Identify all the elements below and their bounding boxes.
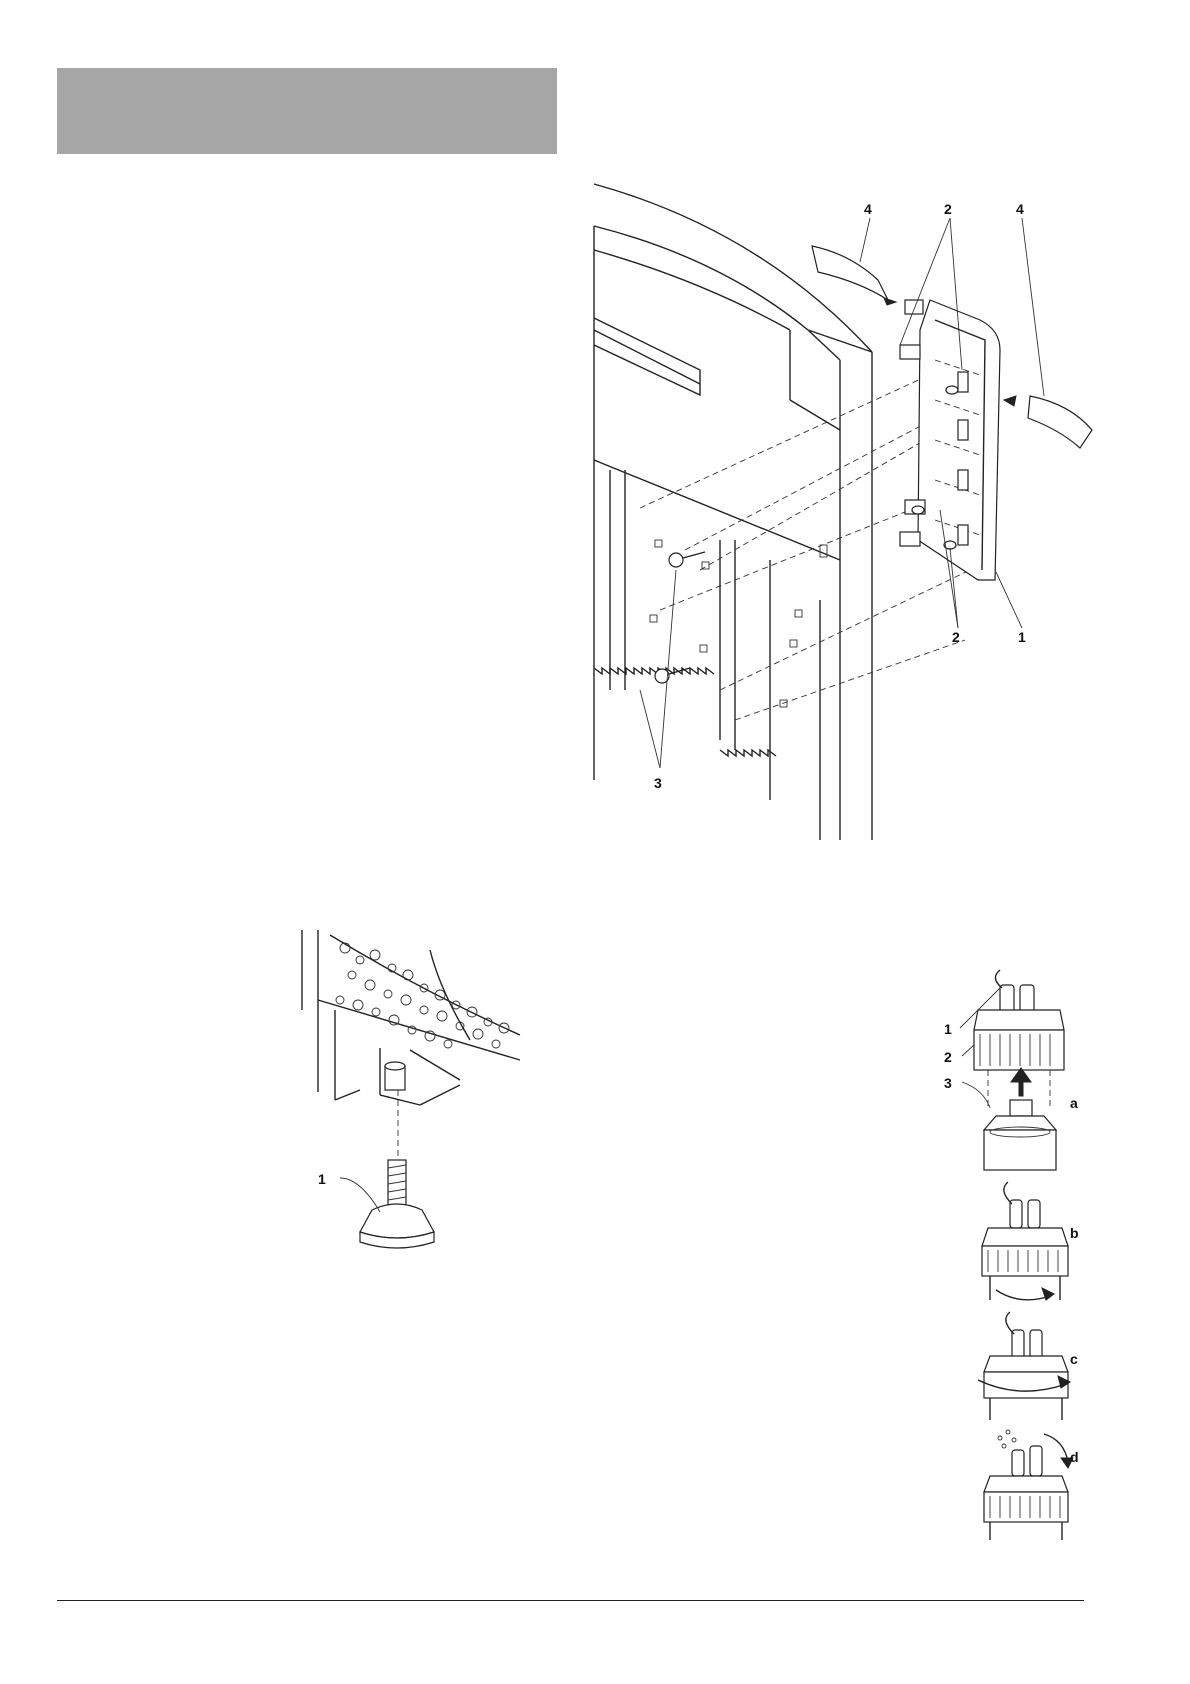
callout-filter-2: 2: [944, 1049, 952, 1065]
callout-filter-3: 3: [944, 1075, 952, 1091]
callout-filter-1: 1: [944, 1021, 952, 1037]
step-a-label: a: [1070, 1095, 1078, 1111]
step-b-illustration: [982, 1182, 1068, 1300]
step-c-label: c: [1070, 1351, 1078, 1367]
step-d-label: d: [1070, 1449, 1079, 1465]
step-c-illustration: [978, 1312, 1070, 1420]
footer-rule: [57, 1600, 1084, 1601]
step-d-illustration: [984, 1430, 1073, 1540]
step-b-label: b: [1070, 1225, 1079, 1241]
